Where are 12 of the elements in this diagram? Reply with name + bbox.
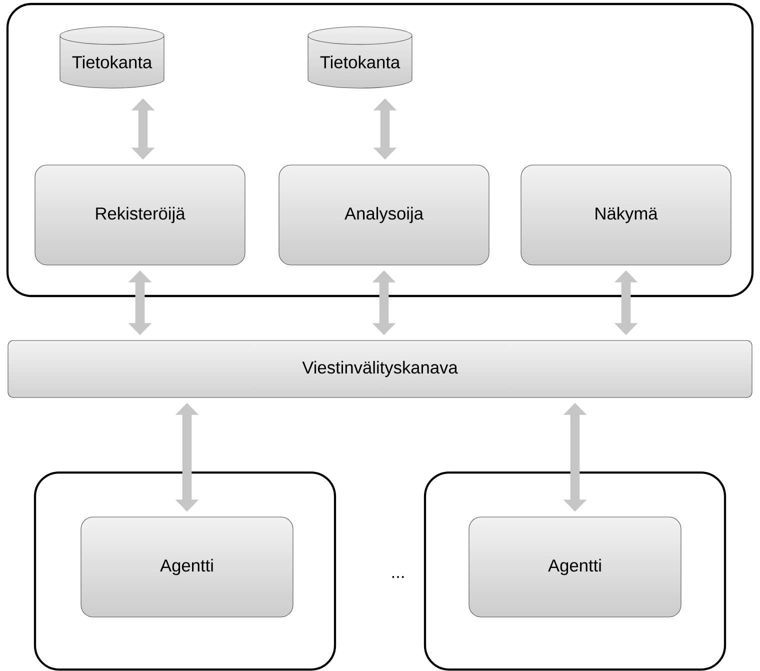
component-box: Analysoija xyxy=(278,164,490,266)
component-box: Agentti xyxy=(80,516,294,618)
database-cylinder: Tietokanta xyxy=(308,26,412,88)
database-cylinder: Tietokanta xyxy=(60,26,164,88)
channel-bar: Viestinvälityskanava xyxy=(8,340,752,398)
component-box: Agentti xyxy=(468,516,682,618)
component-box: Rekisteröijä xyxy=(34,164,246,266)
component-box: Näkymä xyxy=(520,164,732,266)
container-box xyxy=(34,471,336,671)
container-box xyxy=(424,471,726,671)
ellipsis: ... xyxy=(392,576,404,578)
container-box xyxy=(6,2,754,298)
